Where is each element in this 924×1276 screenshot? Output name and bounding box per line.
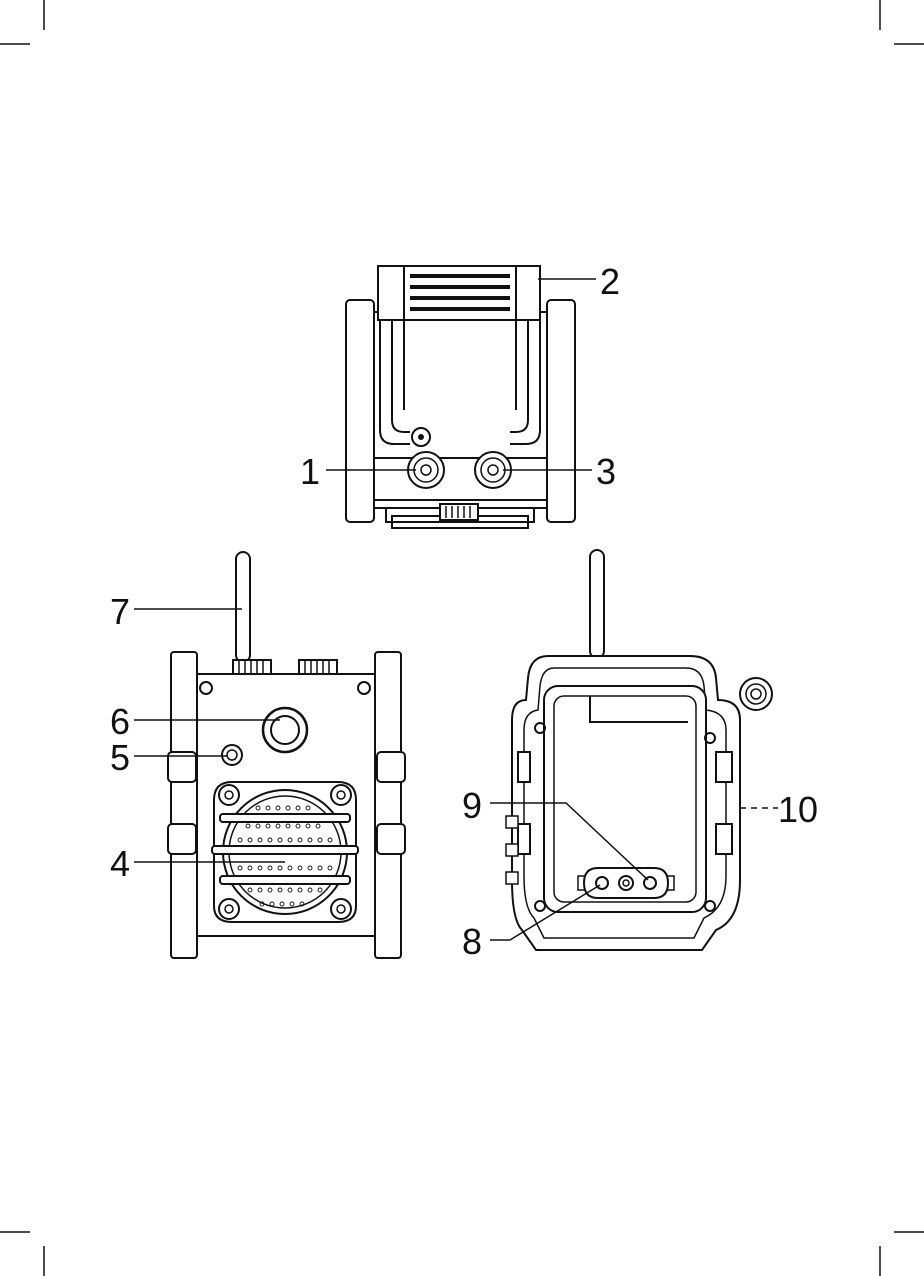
callout-6: 6 bbox=[110, 701, 130, 742]
callout-9: 9 bbox=[462, 785, 482, 826]
callout-4: 4 bbox=[110, 843, 130, 884]
callout-3: 3 bbox=[596, 451, 616, 492]
callout-8: 8 bbox=[462, 921, 482, 962]
callout-1: 1 bbox=[300, 451, 320, 492]
top-view bbox=[346, 266, 575, 528]
callout-10: 10 bbox=[778, 789, 818, 830]
rear-view bbox=[506, 550, 772, 950]
callout-7: 7 bbox=[110, 591, 130, 632]
front-view bbox=[168, 552, 405, 958]
callout-5: 5 bbox=[110, 737, 130, 778]
callout-2: 2 bbox=[600, 261, 620, 302]
